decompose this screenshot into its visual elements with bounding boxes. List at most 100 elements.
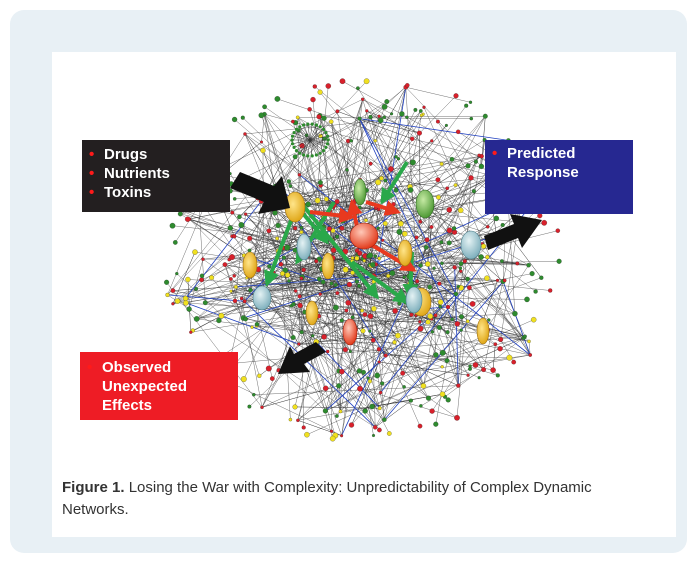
network-edge	[412, 138, 482, 157]
network-node	[360, 97, 365, 102]
network-node	[451, 226, 457, 231]
burst-edge	[293, 132, 311, 141]
network-blue-edge	[185, 200, 262, 299]
network-node	[449, 156, 455, 162]
network-node	[329, 435, 336, 442]
network-node	[397, 301, 402, 306]
network-node	[312, 84, 317, 89]
network-node	[339, 225, 345, 231]
network-node	[248, 287, 253, 293]
network-node	[377, 406, 382, 411]
network-node	[377, 427, 382, 433]
network-node	[383, 178, 388, 183]
network-node	[357, 385, 363, 392]
network-node	[414, 235, 419, 240]
network-node	[171, 302, 175, 306]
network-edge	[234, 119, 300, 175]
network-edge	[219, 377, 342, 436]
network-node	[391, 202, 396, 207]
network-node	[435, 177, 441, 183]
network-edge	[385, 223, 424, 386]
network-blue-edge	[454, 267, 459, 386]
network-edge	[370, 116, 486, 118]
node-blue	[405, 286, 423, 314]
network-node	[304, 431, 310, 438]
caption-text: Losing the War with Complexity: Unpredic…	[62, 479, 592, 518]
network-node	[500, 259, 504, 263]
network-edge	[261, 116, 380, 408]
green-arrow	[298, 208, 330, 245]
network-edge	[378, 348, 459, 386]
node-green	[415, 189, 435, 219]
key-nodes	[242, 178, 490, 346]
network-node	[393, 187, 399, 193]
network-node	[183, 300, 189, 306]
network-edge	[172, 247, 288, 304]
network-node	[495, 278, 500, 283]
network-edge	[172, 264, 226, 304]
network-edge	[441, 163, 497, 236]
input-item-nutrients: Nutrients	[82, 164, 230, 183]
network-node	[354, 279, 360, 284]
network-node	[356, 86, 360, 91]
network-node	[396, 228, 403, 235]
burst-node	[326, 138, 330, 142]
network-node	[462, 259, 467, 264]
network-node	[216, 317, 222, 324]
network-edge	[231, 256, 529, 266]
network-node	[454, 321, 461, 327]
network-node	[262, 104, 267, 110]
network-edge	[264, 106, 299, 131]
network-node	[402, 231, 408, 237]
network-node	[367, 379, 372, 384]
network-node	[454, 414, 460, 421]
network-node	[376, 226, 380, 230]
network-node	[524, 296, 530, 303]
network-node	[456, 284, 460, 289]
network-edge	[393, 204, 497, 236]
network-edge	[475, 354, 531, 366]
network-edge	[245, 304, 294, 320]
network-node	[363, 78, 370, 85]
burst-edge	[309, 126, 321, 141]
network-node	[259, 140, 264, 144]
network-edge	[359, 388, 458, 418]
effects-arrow	[278, 342, 326, 374]
network-edge	[340, 87, 406, 412]
network-node	[238, 222, 245, 228]
network-node	[288, 184, 293, 188]
network-edge	[189, 156, 482, 220]
network-node	[193, 316, 200, 322]
node-red-center	[349, 222, 379, 250]
network-edge	[251, 313, 515, 328]
burst-edge	[309, 124, 317, 141]
network-edge	[280, 264, 291, 420]
network-node	[232, 197, 237, 201]
network-node	[290, 335, 296, 340]
burst-node	[318, 151, 322, 155]
network-node	[328, 119, 334, 124]
network-edge	[201, 238, 250, 276]
network-node	[526, 262, 531, 268]
network-node	[477, 153, 481, 158]
network-node	[511, 359, 517, 365]
network-node	[317, 89, 323, 95]
network-node	[388, 166, 394, 172]
network-node	[459, 328, 463, 332]
network-node	[311, 334, 315, 338]
network-node	[360, 308, 364, 313]
network-node	[394, 155, 398, 159]
network-node	[357, 250, 363, 256]
network-node	[493, 342, 498, 347]
network-edge	[322, 281, 341, 412]
network-edge	[375, 400, 412, 428]
network-edge	[331, 121, 364, 331]
network-node	[392, 308, 398, 314]
network-node	[444, 123, 448, 127]
burst-node	[324, 145, 328, 149]
burst-edge	[292, 135, 311, 141]
burst-node	[294, 127, 299, 131]
network-node	[548, 288, 553, 293]
network-node	[530, 316, 537, 323]
network-node	[172, 240, 178, 245]
